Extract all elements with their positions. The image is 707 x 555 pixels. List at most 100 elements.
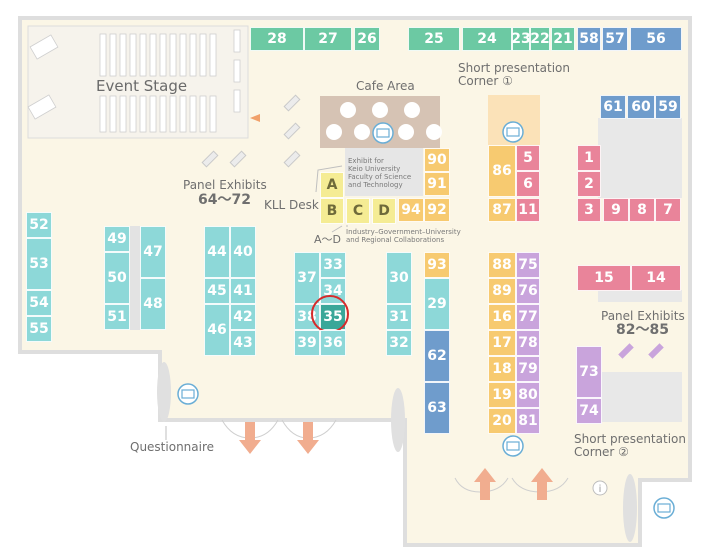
booth-63[interactable]: 63 [424, 382, 450, 434]
booth-48[interactable]: 48 [140, 278, 166, 330]
panel-exhibits-b-label: Panel Exhibits [601, 309, 685, 323]
booth-32[interactable]: 32 [386, 330, 412, 356]
panel-exhibits-64-72 [201, 94, 301, 168]
industry-label-2: and Regional Collaborations [346, 236, 445, 244]
booth-16[interactable]: 16 [488, 304, 516, 330]
booth-35[interactable]: 35 [311, 295, 349, 333]
booth-42[interactable]: 42 [230, 304, 256, 330]
booth-62[interactable]: 62 [424, 330, 450, 382]
panel-exhibits-82-85 [618, 343, 664, 359]
booth-60[interactable]: 60 [627, 95, 655, 119]
booth-21[interactable]: 21 [551, 27, 575, 51]
booth-47[interactable]: 47 [140, 226, 166, 278]
booth-74[interactable]: 74 [576, 398, 602, 424]
booth-1[interactable]: 1 [577, 145, 601, 171]
booth-5[interactable]: 5 [516, 145, 540, 171]
booth-89[interactable]: 89 [488, 278, 516, 304]
booth-75[interactable]: 75 [516, 252, 540, 278]
booth-18[interactable]: 18 [488, 356, 516, 382]
booth-39[interactable]: 39 [294, 330, 320, 356]
booth-30[interactable]: 30 [386, 252, 412, 304]
panel-exhibits-a-label: Panel Exhibits [183, 178, 267, 192]
booth-28[interactable]: 28 [250, 27, 304, 51]
booth-81[interactable]: 81 [516, 408, 540, 434]
booth-22[interactable]: 22 [530, 27, 550, 51]
booth-76[interactable]: 76 [516, 278, 540, 304]
booth-43[interactable]: 43 [230, 330, 256, 356]
booth-24[interactable]: 24 [462, 27, 512, 51]
keio-exhibit-line-2: Keio University [348, 165, 401, 173]
booth-26[interactable]: 26 [354, 27, 380, 51]
booth-20[interactable]: 20 [488, 408, 516, 434]
booth-44[interactable]: 44 [204, 226, 230, 278]
booth-6[interactable]: 6 [516, 171, 540, 197]
booth-25[interactable]: 25 [408, 27, 460, 51]
booth-9[interactable]: 9 [603, 198, 629, 222]
booth-15[interactable]: 15 [577, 265, 631, 291]
booth-17[interactable]: 17 [488, 330, 516, 356]
stage-marker [250, 114, 260, 122]
booth-94[interactable]: 94 [398, 198, 424, 222]
booth-45[interactable]: 45 [204, 278, 230, 304]
short-pres-1-label-1: Short presentation [458, 61, 570, 75]
booth-a[interactable]: A [320, 172, 344, 198]
booth-93[interactable]: 93 [424, 252, 450, 278]
booth-73[interactable]: 73 [576, 346, 602, 398]
booth-80[interactable]: 80 [516, 382, 540, 408]
booth-56[interactable]: 56 [630, 27, 682, 51]
booth-3[interactable]: 3 [577, 198, 601, 222]
panel-exhibits-b-range: 82〜85 [616, 322, 669, 338]
questionnaire-label: Questionnaire [130, 440, 215, 454]
booth-49[interactable]: 49 [104, 226, 130, 252]
booth-7[interactable]: 7 [655, 198, 681, 222]
industry-label-1: Industry–Government–University [346, 228, 461, 236]
booth-11[interactable]: 11 [516, 198, 540, 222]
pillars [157, 362, 637, 542]
booth-54[interactable]: 54 [26, 290, 52, 316]
booth-92[interactable]: 92 [424, 198, 450, 222]
short-pres-2-label-2: Corner ② [574, 445, 629, 459]
booth-c[interactable]: C [346, 198, 370, 224]
booth-23[interactable]: 23 [511, 27, 531, 51]
booth-86[interactable]: 86 [488, 145, 516, 197]
cafe-area-label: Cafe Area [356, 79, 415, 93]
booth-31[interactable]: 31 [386, 304, 412, 330]
booth-33[interactable]: 33 [320, 252, 346, 278]
booth-88[interactable]: 88 [488, 252, 516, 278]
booth-58[interactable]: 58 [577, 27, 601, 51]
booth-77[interactable]: 77 [516, 304, 540, 330]
keio-exhibit-line-4: and Technology [348, 181, 403, 189]
booth-52[interactable]: 52 [26, 212, 52, 238]
booth-29[interactable]: 29 [424, 278, 450, 330]
booth-79[interactable]: 79 [516, 356, 540, 382]
booth-51[interactable]: 51 [104, 304, 130, 330]
booth-41[interactable]: 41 [230, 278, 256, 304]
keio-exhibit-line-3: Faculty of Science [348, 173, 412, 181]
booth-91[interactable]: 91 [424, 172, 450, 196]
booth-53[interactable]: 53 [26, 238, 52, 290]
booth-90[interactable]: 90 [424, 148, 450, 172]
booth-59[interactable]: 59 [655, 95, 681, 119]
booth-8[interactable]: 8 [629, 198, 655, 222]
panel-exhibits-a-range: 64〜72 [198, 192, 251, 208]
booth-2[interactable]: 2 [577, 171, 601, 197]
cafe-flowers [326, 102, 442, 140]
booth-40[interactable]: 40 [230, 226, 256, 278]
booth-37[interactable]: 37 [294, 252, 320, 304]
booth-57[interactable]: 57 [602, 27, 628, 51]
booth-27[interactable]: 27 [304, 27, 352, 51]
booth-36[interactable]: 36 [320, 330, 346, 356]
booth-55[interactable]: 55 [26, 316, 52, 342]
booth-87[interactable]: 87 [488, 198, 516, 222]
highlight-circle-icon [311, 295, 349, 333]
booth-61[interactable]: 61 [600, 95, 626, 119]
booth-d[interactable]: D [372, 198, 396, 224]
booth-19[interactable]: 19 [488, 382, 516, 408]
booth-b[interactable]: B [320, 198, 344, 224]
booth-78[interactable]: 78 [516, 330, 540, 356]
booth-46[interactable]: 46 [204, 304, 230, 356]
booth-14[interactable]: 14 [631, 265, 681, 291]
short-pres-1-label-2: Corner ① [458, 74, 513, 88]
booth-50[interactable]: 50 [104, 252, 130, 304]
